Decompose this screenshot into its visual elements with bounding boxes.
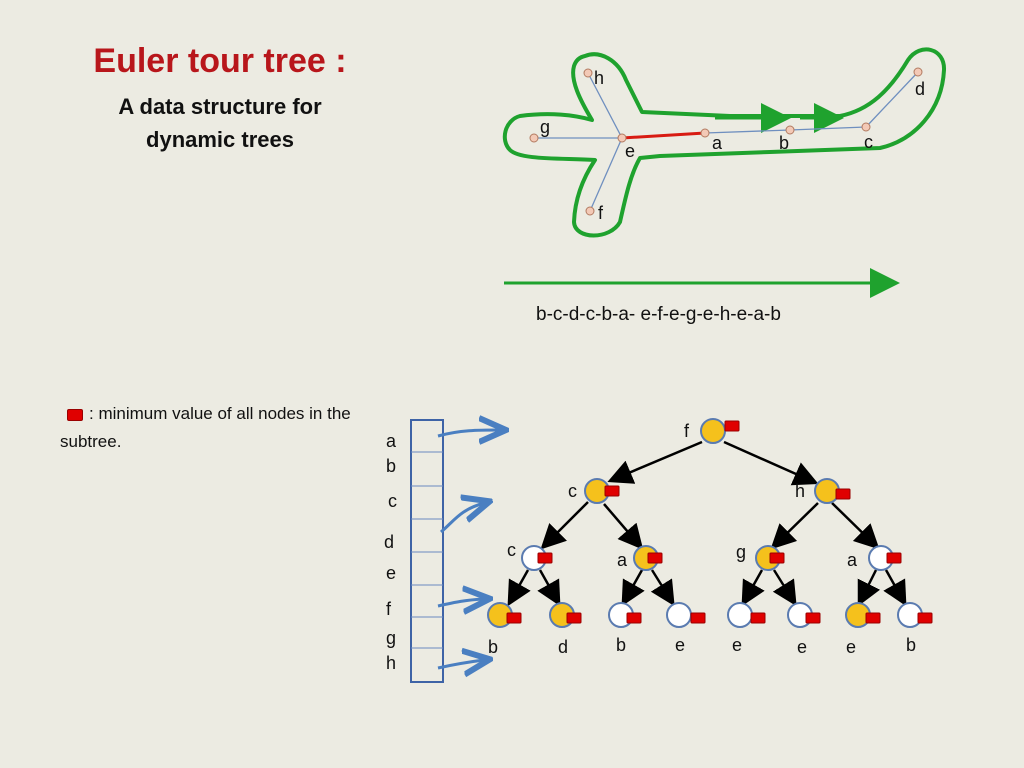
- bst-label-a-l2: a: [617, 550, 628, 570]
- bst-label-b-l3-3: b: [906, 635, 916, 655]
- original-tree-nodes: [529, 67, 923, 216]
- array-label-b: b: [386, 456, 396, 476]
- tree-node-d: [913, 67, 923, 77]
- array-pointer-arrows: [437, 430, 500, 668]
- array-label-c: c: [388, 491, 397, 511]
- tree-node-a: [700, 128, 710, 138]
- subtitle-line-2: dynamic trees: [146, 127, 294, 152]
- bst-edges: [507, 440, 907, 607]
- array-label-f: f: [386, 599, 392, 619]
- bst-label-c-l2: c: [507, 540, 516, 560]
- bst-label-e-l3-2: e: [732, 635, 742, 655]
- euler-tour-outline: [502, 47, 947, 238]
- min-value-markers: [506, 420, 933, 624]
- bst-node-h-l1: [814, 478, 840, 504]
- tree-node-h: [583, 68, 593, 78]
- bst-node-e-l3-1: [666, 602, 692, 628]
- tree-label-a: a: [712, 133, 723, 153]
- tree-label-d: d: [915, 79, 925, 99]
- bst-label-h-l1: h: [795, 481, 805, 501]
- legend-text: : minimum value of all nodes in the subt…: [60, 404, 351, 451]
- bst-label-e-l3-1: e: [675, 635, 685, 655]
- subtitle-line-1: A data structure for: [118, 94, 322, 119]
- tree-node-c: [861, 122, 871, 132]
- array-dividers: [411, 451, 443, 649]
- tree-node-b: [785, 125, 795, 135]
- bst-node-e-l3-2: [727, 602, 753, 628]
- array-label-a: a: [386, 431, 397, 451]
- bst-label-f: f: [684, 421, 690, 441]
- slide-title: Euler tour tree :: [93, 42, 347, 80]
- bst-label-b-l3-1: b: [488, 637, 498, 657]
- bst-label-d-l3: d: [558, 637, 568, 657]
- tree-node-g: [529, 133, 539, 143]
- original-tree-edges: [534, 71, 919, 212]
- bst-label-a-l2b: a: [847, 550, 858, 570]
- tree-label-c: c: [864, 132, 873, 152]
- tree-label-h: h: [594, 68, 604, 88]
- tree-label-b: b: [779, 133, 789, 153]
- pointer-arrow-f: [437, 599, 484, 606]
- tree-node-f: [585, 206, 595, 216]
- bst-label-c-l1: c: [568, 481, 577, 501]
- pointer-arrow-d: [440, 503, 484, 534]
- bst-label-e-l3-3: e: [797, 637, 807, 657]
- node-array: [410, 419, 444, 683]
- min-marker-icon: [67, 408, 83, 421]
- bst-label-e-l3-4: e: [846, 637, 856, 657]
- array-label-h: h: [386, 653, 396, 673]
- pointer-arrow-h: [437, 660, 484, 668]
- highlighted-edge-e-a: [621, 131, 706, 140]
- pointer-arrow-a: [437, 430, 500, 436]
- array-label-g: g: [386, 628, 396, 648]
- slide-subtitle: A data structure for dynamic trees: [70, 90, 370, 156]
- tree-label-f: f: [598, 203, 604, 223]
- legend: : minimum value of all nodes in the subt…: [60, 400, 370, 456]
- euler-tour-sequence: b-c-d-c-b-a- e-f-e-g-e-h-e-a-b: [536, 304, 781, 325]
- tree-label-g: g: [540, 117, 550, 137]
- bst-label-b-l3-2: b: [616, 635, 626, 655]
- tree-node-e: [617, 133, 627, 143]
- bst-node-f-root: [700, 418, 726, 444]
- bst-label-g-l2: g: [736, 542, 746, 562]
- array-label-d: d: [384, 532, 394, 552]
- tree-label-e: e: [625, 141, 635, 161]
- array-label-e: e: [386, 563, 396, 583]
